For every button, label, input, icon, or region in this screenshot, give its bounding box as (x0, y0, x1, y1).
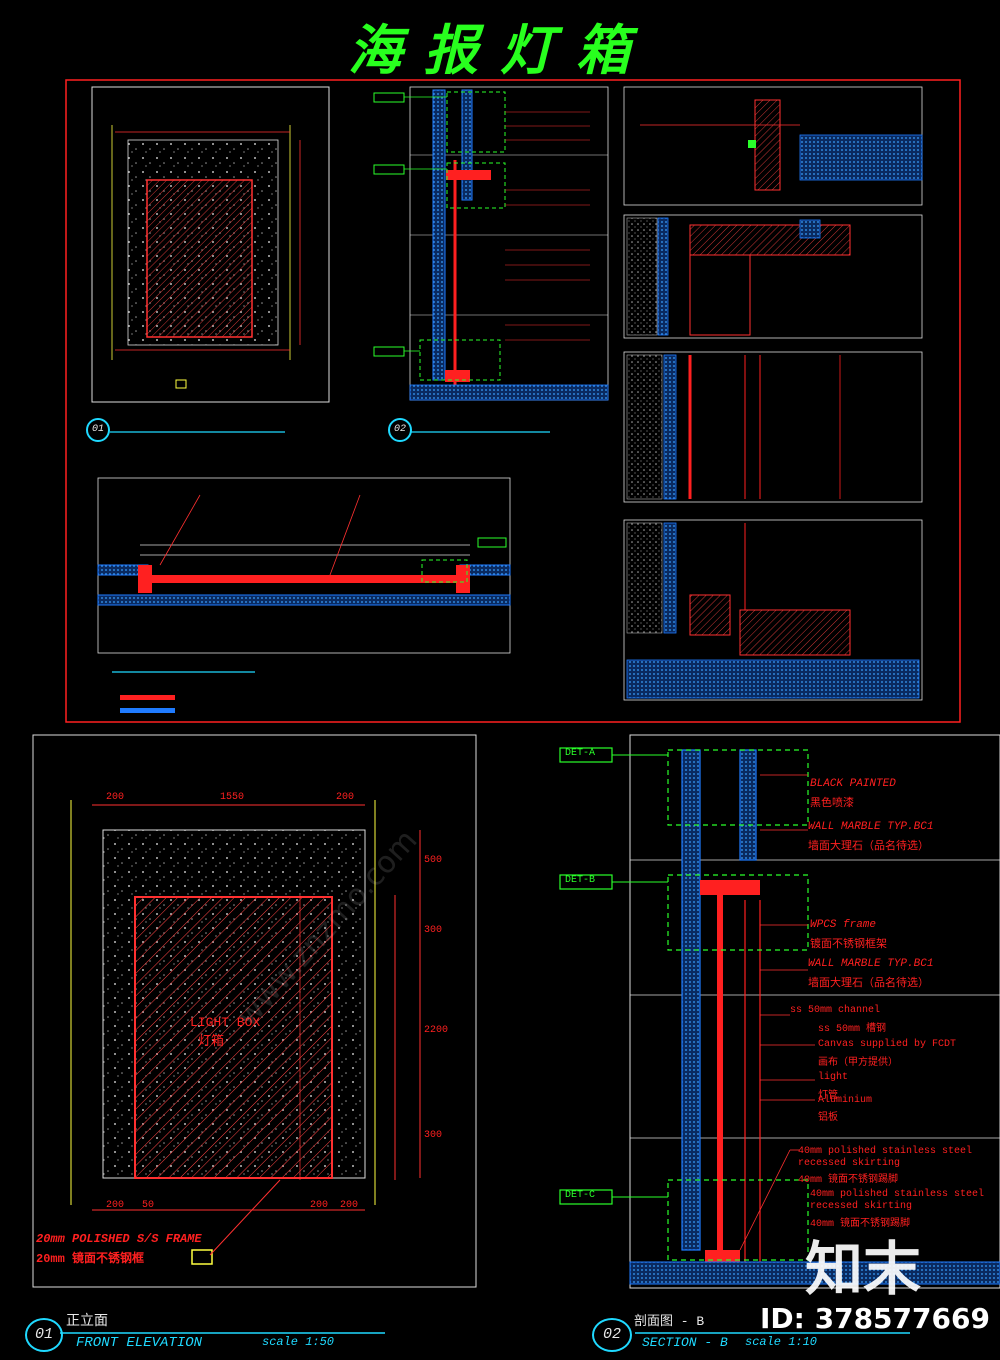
view-title-cn-02: 剖面图 - B (634, 1314, 705, 1329)
section-note: 40mm 镜面不锈钢踢脚 (810, 1219, 911, 1230)
box-label-cn: 灯箱 (198, 1034, 225, 1049)
section-note: 画布（甲方提供） (818, 1058, 898, 1069)
dim-top-1: 200 (106, 792, 125, 803)
section-note: recessed skirting (798, 1158, 901, 1169)
section-note: WALL MARBLE TYP.BC1 (808, 821, 934, 833)
view-title-en-02: SECTION - B (642, 1335, 728, 1350)
callout-det-c: DET-C (565, 1190, 596, 1201)
view-number-02: 02 (592, 1318, 632, 1352)
section-note: Canvas supplied by FCDT (818, 1039, 957, 1050)
dim-right-1: 500 (424, 855, 443, 866)
dim-right-2: 300 (424, 925, 443, 936)
section-note: Aluminium (818, 1095, 873, 1106)
frame-note-en: 20mm POLISHED S/S FRAME (36, 1232, 202, 1246)
callout-det-b: DET-B (565, 875, 596, 886)
view-scale-02: scale 1:10 (745, 1335, 818, 1349)
section-note: WALL MARBLE TYP.BC1 (808, 958, 934, 970)
large-front-elevation (32, 734, 477, 1288)
view-title-en-01: FRONT ELEVATION (76, 1335, 203, 1351)
section-note: 铝板 (818, 1113, 838, 1124)
box-label-en: LIGHT BOX (190, 1015, 261, 1030)
view-number-01: 01 (25, 1318, 63, 1352)
section-note: 40mm 镜面不锈钢踢脚 (798, 1175, 899, 1186)
dim-top-2: 1550 (220, 792, 245, 803)
section-note: 40mm polished stainless steel (798, 1146, 973, 1157)
section-note: 镀面不锈钢框架 (810, 939, 887, 951)
section-note: light (818, 1072, 849, 1083)
sheet-title: 海报灯箱 (348, 18, 652, 82)
watermark-brand: 知末 (805, 1235, 922, 1303)
dim-bottom-4: 200 (340, 1200, 359, 1211)
detail-frames-right (623, 86, 923, 701)
section-note: ss 50mm 槽钢 (818, 1024, 887, 1035)
section-note: 墙面大理石（品名待选） (808, 978, 929, 990)
view-title-cn-01: 正立面 (66, 1314, 108, 1330)
dim-top-3: 200 (336, 792, 355, 803)
section-note: ss 50mm channel (790, 1005, 881, 1016)
dim-right-3: 2200 (424, 1025, 449, 1036)
section-note: WPCS frame (810, 919, 877, 931)
small-front-elevation (91, 86, 330, 403)
large-section-b (559, 734, 1000, 1289)
callout-det-a: DET-A (565, 748, 596, 759)
upper-sheet-frame (65, 79, 961, 723)
view-scale-01: scale 1:50 (262, 1335, 335, 1349)
plan-section (97, 477, 511, 713)
dim-bottom-2: 50 (142, 1200, 155, 1211)
section-note: 墙面大理石（品名待选） (808, 841, 929, 853)
section-note: 40mm polished stainless steel (810, 1189, 985, 1200)
section-note: recessed skirting (810, 1201, 913, 1212)
small-section-b (373, 86, 609, 401)
dim-right-4: 300 (424, 1130, 443, 1141)
frame-note-cn: 20mm 镜面不锈钢框 (36, 1252, 145, 1266)
view-number-small-02: 02 (388, 418, 412, 442)
view-number-small-01: 01 (86, 418, 110, 442)
watermark-id: ID: 378577669 (760, 1302, 990, 1335)
section-note: 灯管 (818, 1091, 838, 1102)
dim-bottom-3: 200 (310, 1200, 329, 1211)
dim-bottom-1: 200 (106, 1200, 125, 1211)
section-note: BLACK PAINTED (810, 778, 896, 790)
section-note: 黑色喷漆 (810, 798, 854, 810)
